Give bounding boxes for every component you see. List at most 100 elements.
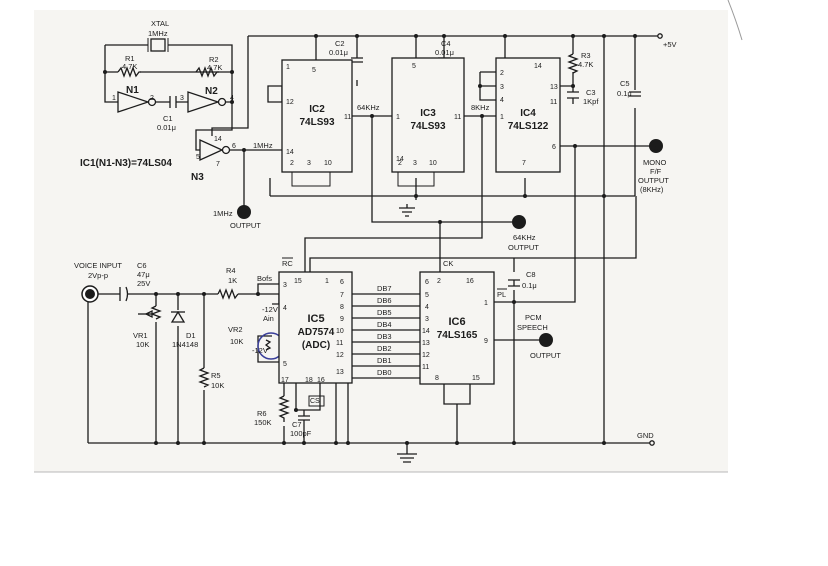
net-ck: CK — [443, 259, 453, 268]
terminal-c: C — [81, 285, 99, 303]
xtal-value: 1MHz — [148, 29, 168, 38]
vr1-label: VR1 — [133, 331, 148, 340]
db-label: DB0 — [377, 368, 392, 377]
c1-value: 0.01μ — [157, 123, 176, 132]
cs-pin-loop — [308, 395, 325, 407]
terminal-a-line1: MONO — [643, 158, 666, 167]
gnd-label: GND — [637, 431, 654, 440]
svg-text:16: 16 — [317, 377, 325, 384]
ground-symbol-top — [399, 207, 415, 217]
svg-text:11: 11 — [344, 114, 351, 121]
c6-value: 47μ — [137, 270, 150, 279]
ic5-pin: 6 — [340, 279, 344, 286]
r6-label: R6 — [257, 409, 267, 418]
svg-text:10: 10 — [324, 160, 332, 167]
svg-text:6: 6 — [232, 143, 236, 150]
terminal-b-line3: OUTPUT — [530, 351, 561, 360]
r3-label: R3 — [581, 51, 591, 60]
r6-value: 150K — [254, 418, 272, 427]
svg-text:2: 2 — [398, 160, 402, 167]
ic5-data-pins: 6 7 8 9 10 11 12 13 — [336, 279, 344, 376]
svg-text:2: 2 — [500, 70, 504, 77]
svg-text:2: 2 — [290, 160, 294, 167]
terminal-f-line2: OUTPUT — [508, 243, 539, 252]
svg-text:5: 5 — [283, 361, 287, 368]
c2-value: 0.01μ — [329, 48, 348, 57]
resistor-r1-symbol — [117, 66, 141, 78]
svg-text:1: 1 — [325, 278, 329, 285]
svg-text:1: 1 — [112, 95, 116, 102]
c1-label: C1 — [163, 114, 173, 123]
r5-value: 10K — [211, 381, 224, 390]
svg-text:14: 14 — [396, 156, 404, 163]
c6-label: C6 — [137, 261, 147, 270]
ic6-pin: 3 — [425, 316, 429, 323]
ic5-pin: 13 — [336, 369, 344, 376]
net-cs: CS — [310, 398, 320, 405]
capacitor-c1-symbol — [169, 96, 177, 108]
terminal-d-letter: D — [241, 208, 248, 218]
svg-text:1: 1 — [286, 64, 290, 71]
net-ain: Ain — [263, 314, 274, 323]
ic1-note: IC1(N1-N3)=74LS04 — [80, 158, 172, 169]
ic3-part: 74LS93 — [410, 121, 445, 132]
schematic-sheet — [34, 10, 728, 472]
terminal-a-line3: OUTPUT — [638, 176, 669, 185]
ic3-box — [391, 57, 465, 173]
svg-text:5: 5 — [412, 63, 416, 70]
svg-text:15: 15 — [294, 278, 302, 285]
terminal-f: F — [512, 215, 526, 229]
terminal-a-line4: (8KHz) — [640, 185, 664, 194]
terminal-f-letter: F — [516, 218, 522, 228]
svg-text:3: 3 — [413, 160, 417, 167]
terminal-f-line1: 64KHz — [513, 233, 536, 242]
capacitor-c3-symbol — [567, 91, 579, 99]
svg-text:11: 11 — [454, 114, 461, 121]
terminal-d: D — [237, 205, 251, 219]
ic6-pin: 5 — [425, 292, 429, 299]
c8-label: C8 — [526, 270, 536, 279]
svg-text:8: 8 — [435, 375, 439, 382]
net-64khz: 64KHz — [357, 103, 380, 112]
ic5-box — [278, 271, 353, 384]
net-8khz: 8KHz — [471, 103, 490, 112]
ic2-name: IC2 — [309, 104, 325, 115]
r1-value: 4.7K — [122, 62, 137, 71]
svg-text:5: 5 — [196, 154, 200, 161]
ic6-name: IC6 — [448, 316, 465, 328]
n2-label: N2 — [205, 86, 218, 97]
db-label: DB1 — [377, 356, 392, 365]
xtal-label: XTAL — [151, 19, 169, 28]
svg-text:12: 12 — [286, 99, 294, 106]
resistor-r5-symbol — [198, 367, 210, 388]
svg-text:2: 2 — [150, 95, 154, 102]
svg-text:17: 17 — [281, 377, 289, 384]
c3-label: C3 — [586, 88, 596, 97]
net-minus12v: -12V — [262, 305, 278, 314]
db-label: DB2 — [377, 344, 392, 353]
terminal-c-letter: C — [87, 291, 93, 300]
ic5-pin: 10 — [336, 328, 344, 335]
potentiometer-vr1-symbol — [144, 305, 162, 320]
ic5-name: IC5 — [307, 313, 324, 325]
ic6-data-pins: 6 5 4 3 14 13 12 11 — [422, 279, 430, 371]
ic6-pin: 13 — [422, 340, 430, 347]
c5-label: C5 — [620, 79, 630, 88]
scan-edge-mark — [727, 0, 743, 41]
svg-text:14: 14 — [286, 149, 294, 156]
crystal-symbol — [147, 38, 169, 52]
resistor-r2-symbol — [195, 66, 219, 78]
data-bus-labels: DB7 DB6 DB5 DB4 DB3 DB2 DB1 DB0 — [377, 284, 392, 377]
inverter-n2-symbol — [187, 91, 227, 113]
r4-value: 1K — [228, 276, 237, 285]
net-rc: RC — [282, 259, 293, 268]
c4-value: 0.01μ — [435, 48, 454, 57]
net-1mhz: 1MHz — [253, 141, 273, 150]
wires — [87, 35, 660, 454]
terminal-a: A — [649, 139, 663, 153]
net-pl: PL — [497, 290, 506, 299]
svg-text:2: 2 — [437, 278, 441, 285]
